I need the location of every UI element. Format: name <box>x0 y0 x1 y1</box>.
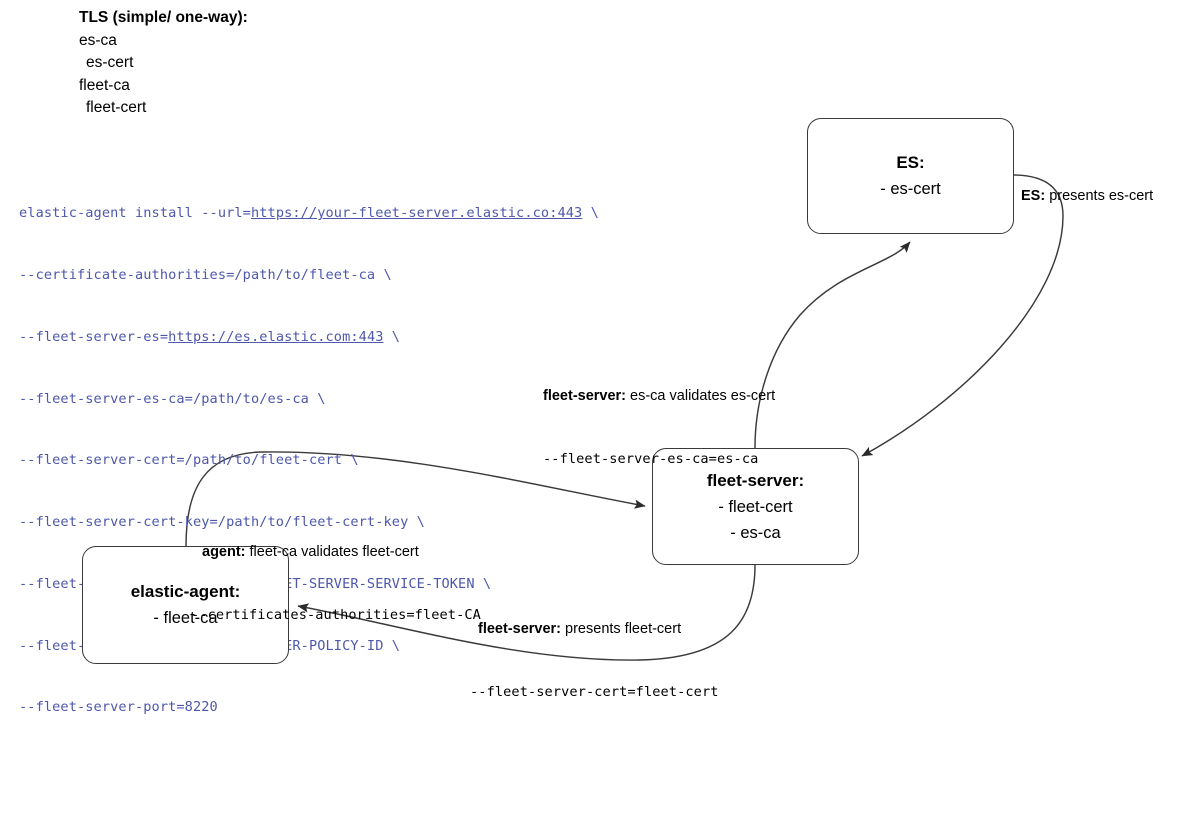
edge-label-text: presents es-cert <box>1045 188 1154 204</box>
edge-label-flag: --fleet-server-es-ca=es-ca <box>543 451 759 467</box>
node-fleet-server-line-1: - fleet-cert <box>718 497 793 516</box>
node-fleet-server-title: fleet-server: <box>706 470 805 490</box>
command-line: --fleet-server-cert-key=/path/to/fleet-c… <box>19 512 599 533</box>
command-line: --certificate-authorities=/path/to/fleet… <box>19 265 599 286</box>
edge-label-line: fleet-server: es-ca validates es-cert <box>543 386 775 407</box>
tls-legend-item-es-ca: es-ca <box>79 31 117 49</box>
tls-legend-item-es-cert: es-cert <box>86 54 134 72</box>
edge-label-fleet-validates-es-cert: fleet-server: es-ca validates es-cert --… <box>543 344 775 491</box>
command-line-text: --certificate-authorities=/path/to/fleet… <box>19 266 392 283</box>
edge-label-text: fleet-ca validates fleet-cert <box>245 544 419 560</box>
tls-legend-item-fleet-ca: fleet-ca <box>79 76 130 94</box>
edge-label-flag: --fleet-server-cert=fleet-cert <box>470 684 719 700</box>
node-fleet-server-line-2: - es-ca <box>730 523 781 542</box>
command-line-text: elastic-agent install --url= <box>19 205 251 222</box>
node-elastic-agent[interactable]: elastic-agent: - fleet-ca <box>82 546 289 664</box>
tls-legend-title: TLS (simple/ one-way): <box>79 9 248 26</box>
command-line: --fleet-server-es=https://es.elastic.com… <box>19 327 599 348</box>
edge-label-agent-validates-fleet-cert: agent: fleet-ca validates fleet-cert --c… <box>191 500 481 647</box>
command-line-text: --fleet-server-cert=/path/to/fleet-cert … <box>19 452 359 469</box>
node-es-line-1: - es-cert <box>880 180 941 198</box>
edge-label-line: fleet-server: presents fleet-cert <box>470 619 719 640</box>
edge-label-line: agent: fleet-ca validates fleet-cert <box>191 542 481 563</box>
command-line: --fleet-server-port=8220 <box>19 697 599 718</box>
command-line-suffix: \ <box>582 205 599 222</box>
edge-label-actor: fleet-server: <box>543 388 627 404</box>
command-line: --fleet-server-es-ca=/path/to/es-ca \ <box>19 389 599 410</box>
command-line-text: --fleet-server-es-ca=/path/to/es-ca \ <box>19 390 326 407</box>
tls-legend-item-fleet-cert: fleet-cert <box>86 99 147 117</box>
command-line: elastic-agent install --url=https://your… <box>19 203 599 224</box>
edge-label-text: presents fleet-cert <box>561 621 682 637</box>
edge-label-flag: --certificates-authorities=fleet-CA <box>191 607 481 623</box>
edge-label-fleet-presents-fleet-cert: fleet-server: presents fleet-cert --flee… <box>470 577 719 724</box>
command-line-text: --fleet-server-cert-key=/path/to/fleet-c… <box>19 514 425 531</box>
edge-label-actor: agent: <box>202 544 246 560</box>
command-line: --fleet-server-cert=/path/to/fleet-cert … <box>19 450 599 471</box>
node-fleet-server[interactable]: fleet-server: - fleet-cert - es-ca <box>652 448 859 565</box>
edge-label-es-presents: ES: presents es-cert <box>1021 144 1153 228</box>
command-line-suffix: \ <box>383 328 401 345</box>
edge-label-actor: fleet-server: <box>478 621 562 637</box>
edge-agent-to-fleet-server <box>185 451 646 547</box>
node-es-title: ES: <box>896 153 925 172</box>
command-line-text: --fleet-server-es= <box>19 328 169 345</box>
edge-label-line: ES: presents es-cert <box>1021 186 1153 207</box>
node-elastic-agent-line-1: - fleet-ca <box>153 609 218 627</box>
edge-label-actor: ES: <box>1021 188 1046 204</box>
node-elastic-agent-title: elastic-agent: <box>130 582 241 601</box>
command-line-text: --fleet-server-port=8220 <box>19 699 218 716</box>
edge-es-to-fleet-server <box>861 174 1064 457</box>
tls-legend: TLS (simple/ one-way): es-ca es-cert fle… <box>79 7 248 120</box>
edge-label-text: es-ca validates es-cert <box>626 388 776 404</box>
command-url-link[interactable]: https://es.elastic.com:443 <box>168 328 384 345</box>
edge-fleet-server-to-es <box>754 241 911 449</box>
node-es[interactable]: ES: - es-cert <box>807 118 1014 234</box>
command-url-link[interactable]: https://your-fleet-server.elastic.co:443 <box>250 205 583 222</box>
edge-fleet-server-to-agent <box>297 564 756 661</box>
